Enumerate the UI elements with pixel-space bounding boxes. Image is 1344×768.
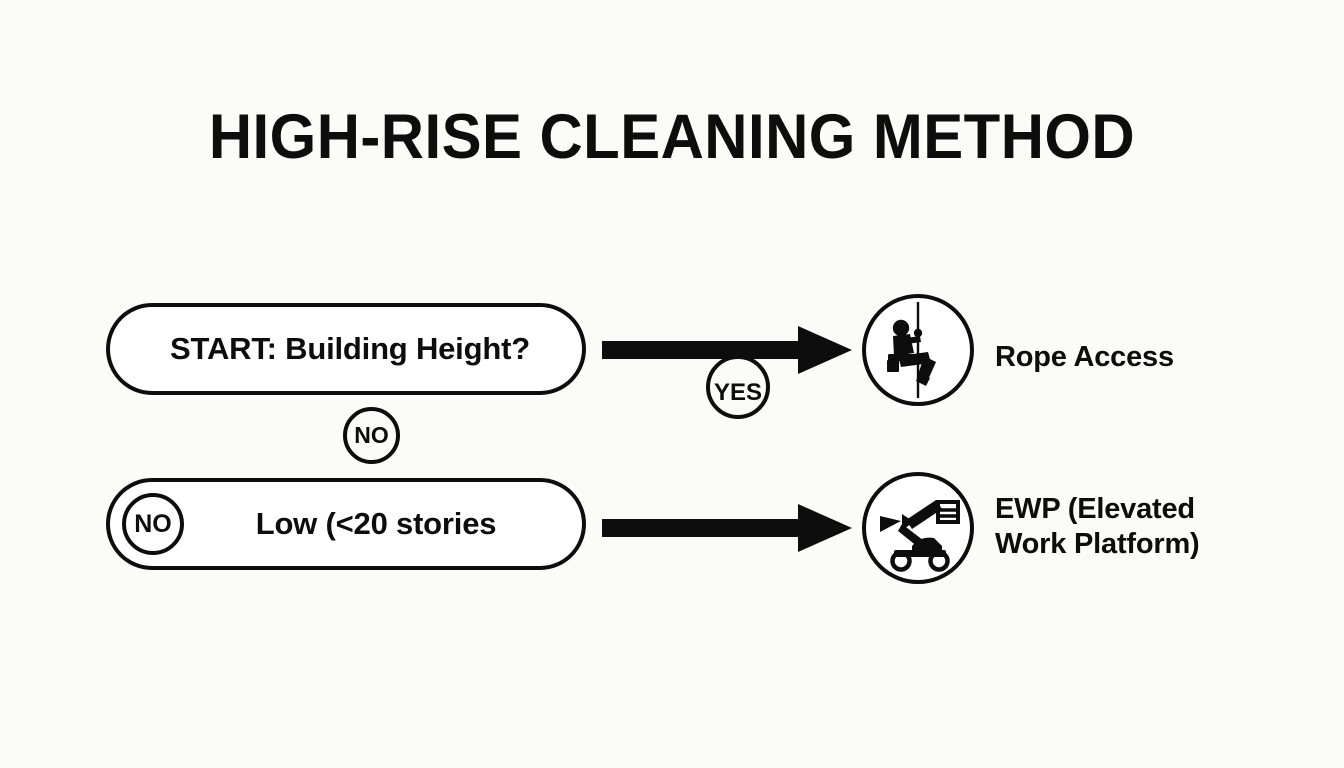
outcome-label-rope-access-line-1: Rope Access bbox=[995, 341, 1174, 373]
flow-node-start-label: START: Building Height? bbox=[170, 331, 530, 366]
outcome-label-ewp-line-1: EWP (Elevated bbox=[995, 493, 1195, 525]
flow-node-low[interactable]: Low (<20 stories bbox=[106, 478, 586, 570]
connector-arrow-low-to-ewp bbox=[602, 504, 852, 552]
branch-label-no-secondary-text: NO bbox=[134, 509, 172, 538]
branch-label-yes: YES bbox=[706, 355, 770, 419]
outcome-label-ewp: EWP (Elevated Work Platform) bbox=[995, 492, 1295, 563]
outcome-label-ewp-line-2: Work Platform) bbox=[995, 528, 1200, 561]
flow-node-low-label: Low (<20 stories bbox=[255, 506, 497, 541]
page-title: HIGH-RISE CLEANING METHOD bbox=[208, 102, 1136, 172]
flow-node-start[interactable]: START: Building Height? bbox=[106, 303, 586, 395]
outcome-label-rope-access: Rope Access bbox=[995, 340, 1295, 375]
elevated-work-platform-icon bbox=[862, 472, 974, 584]
rope-access-icon-glyph bbox=[887, 302, 936, 398]
branch-label-no-primary-text: NO bbox=[354, 422, 389, 448]
connector-arrow-start-to-rope-access bbox=[602, 326, 852, 374]
branch-label-no-secondary: NO bbox=[122, 493, 184, 555]
elevated-work-platform-icon-glyph bbox=[880, 500, 960, 572]
rope-access-icon bbox=[862, 294, 974, 406]
branch-label-yes-text: YES bbox=[713, 379, 763, 406]
branch-label-no-primary: NO bbox=[343, 407, 400, 464]
